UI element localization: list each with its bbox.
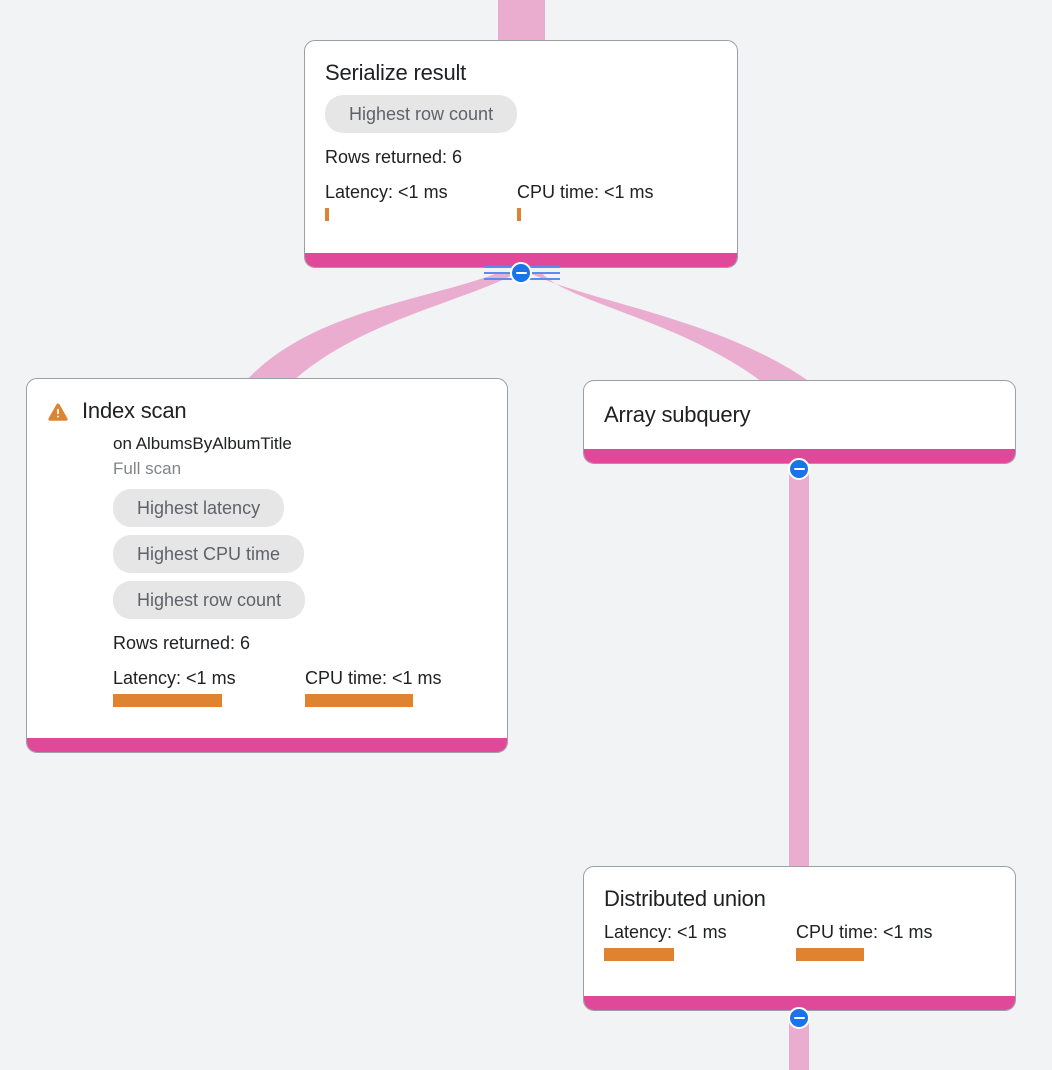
node-chips: Highest row count — [325, 95, 717, 141]
node-title: Index scan — [82, 398, 187, 423]
metric-latency-label: Latency: <1 ms — [604, 922, 727, 942]
node-title: Array subquery — [604, 402, 751, 427]
metric-latency: Latency: <1 ms — [325, 181, 517, 221]
metric-latency: Latency: <1 ms — [604, 921, 796, 961]
chip-highest-row-count: Highest row count — [325, 95, 518, 133]
metric-latency-bar — [325, 208, 329, 221]
edge-array-subquery-to-distributed-union — [789, 466, 809, 868]
node-metrics: Latency: <1 ms CPU time: <1 ms — [113, 667, 487, 707]
toggle-distributed-union[interactable] — [788, 1007, 810, 1029]
node-metrics: Latency: <1 ms CPU time: <1 ms — [604, 921, 995, 961]
node-title: Serialize result — [325, 60, 467, 85]
node-serialize-result[interactable]: Serialize result Highest row count Rows … — [304, 40, 738, 268]
node-footer-bar — [27, 738, 507, 752]
metric-cpu-time-bar — [796, 948, 864, 961]
node-footer-bar — [584, 996, 1015, 1010]
metric-latency-label: Latency: <1 ms — [325, 182, 448, 202]
chip-highest-cpu-time: Highest CPU time — [113, 535, 305, 573]
node-footer-bar — [584, 449, 1015, 463]
edge-into-serialize-result — [498, 0, 545, 42]
toggle-array-subquery[interactable] — [788, 458, 810, 480]
metric-latency-bar — [113, 694, 222, 707]
node-body: Array subquery — [584, 381, 1015, 439]
node-distributed-union[interactable]: Distributed union Latency: <1 ms CPU tim… — [583, 866, 1016, 1011]
node-subtitle-scan-type: Full scan — [113, 459, 182, 478]
rows-returned: Rows returned: 6 — [325, 147, 463, 167]
edge-serialize-to-index-scan — [245, 272, 518, 382]
metric-cpu-time: CPU time: <1 ms — [517, 181, 654, 221]
metric-cpu-time-label: CPU time: <1 ms — [796, 922, 933, 942]
node-title-row: Index scan — [47, 397, 487, 425]
metric-cpu-time-label: CPU time: <1 ms — [305, 668, 442, 688]
metric-latency: Latency: <1 ms — [113, 667, 305, 707]
node-footer-bar — [305, 253, 737, 267]
metric-cpu-time-label: CPU time: <1 ms — [517, 182, 654, 202]
metric-cpu-time: CPU time: <1 ms — [305, 667, 442, 707]
node-body: Distributed union Latency: <1 ms CPU tim… — [584, 867, 1015, 971]
node-metrics: Latency: <1 ms CPU time: <1 ms — [325, 181, 717, 221]
node-chips: Highest latency Highest CPU time Highest… — [113, 489, 487, 627]
metric-latency-bar — [604, 948, 674, 961]
metric-cpu-time: CPU time: <1 ms — [796, 921, 933, 961]
warning-icon — [48, 403, 68, 421]
rows-returned: Rows returned: 6 — [113, 633, 251, 653]
metric-cpu-time-bar — [517, 208, 521, 221]
chip-highest-row-count: Highest row count — [113, 581, 306, 619]
node-title-row: Distributed union — [604, 885, 995, 913]
node-array-subquery[interactable]: Array subquery — [583, 380, 1016, 464]
node-index-scan[interactable]: Index scan on AlbumsByAlbumTitle Full sc… — [26, 378, 508, 753]
node-body: Index scan on AlbumsByAlbumTitle Full sc… — [27, 379, 507, 717]
node-title: Distributed union — [604, 886, 766, 911]
node-body: Serialize result Highest row count Rows … — [305, 41, 737, 231]
chip-highest-latency: Highest latency — [113, 489, 285, 527]
node-title-row: Array subquery — [604, 401, 995, 429]
toggle-serialize-result[interactable] — [510, 262, 532, 284]
metric-latency-label: Latency: <1 ms — [113, 668, 236, 688]
metric-cpu-time-bar — [305, 694, 413, 707]
edge-serialize-to-array-subquery — [528, 272, 810, 382]
node-subtitle: on AlbumsByAlbumTitle — [113, 434, 292, 453]
node-title-row: Serialize result — [325, 59, 717, 87]
